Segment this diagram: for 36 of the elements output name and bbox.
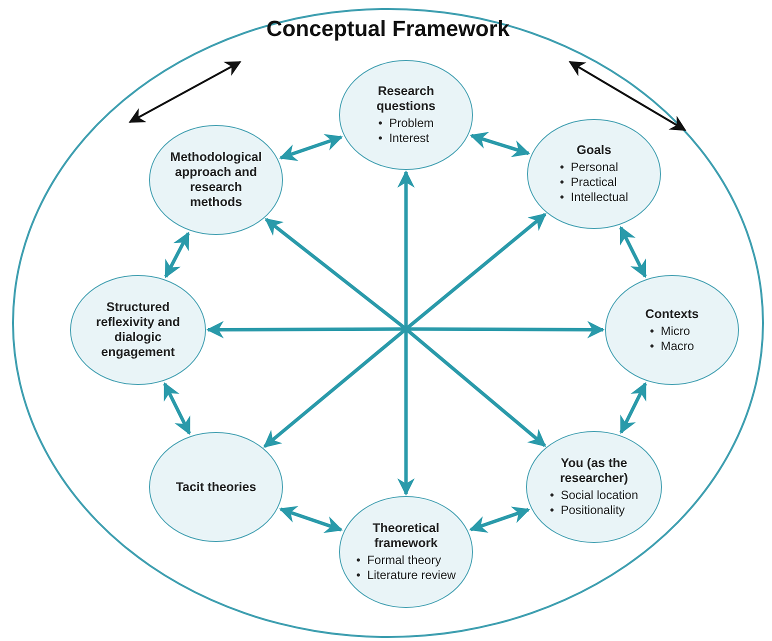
framework-title: Conceptual Framework xyxy=(265,16,511,42)
bullet-item: • Problem xyxy=(378,116,434,131)
arrow xyxy=(469,506,530,533)
arrow xyxy=(263,328,408,448)
arrow xyxy=(264,218,408,330)
arrow xyxy=(620,382,647,434)
bullet-item: • Intellectual xyxy=(560,190,628,205)
arrow xyxy=(470,132,530,158)
bullet-item: • Interest xyxy=(378,131,430,146)
arrow xyxy=(397,170,415,329)
bullet-item: • Formal theory xyxy=(356,553,442,568)
arrow xyxy=(206,320,406,338)
bullet-item: • Macro xyxy=(650,338,694,354)
circle-heading: Methodological approach and research methods xyxy=(169,150,263,210)
arrow xyxy=(163,382,191,435)
circle-heading: Research questions xyxy=(375,84,437,114)
circle-heading: Structured reflexivity and dialogic engagement xyxy=(94,300,182,360)
arrow xyxy=(404,328,546,448)
arrow xyxy=(619,226,647,278)
circle-heading: You (as the researcher) xyxy=(558,456,630,486)
circle-heading: Tacit theories xyxy=(176,480,256,494)
circle-heading: Goals xyxy=(576,143,612,158)
bullet-item: • Micro xyxy=(650,324,692,338)
arrow xyxy=(279,506,343,533)
bullet-item: • Literature review xyxy=(356,568,456,583)
bullet-item: • Practical xyxy=(560,175,618,190)
bullet-item: • Personal xyxy=(560,160,620,175)
bullet-item: • Social location xyxy=(550,488,638,503)
bullet-item: • Positionality xyxy=(550,503,626,518)
circle-heading: Theoretical framework xyxy=(372,521,440,551)
arrow xyxy=(397,329,415,496)
arrow xyxy=(404,212,547,330)
arrow xyxy=(279,134,343,162)
arrow xyxy=(406,320,605,338)
arrow xyxy=(164,232,190,278)
circle-heading: Contexts xyxy=(645,306,699,322)
